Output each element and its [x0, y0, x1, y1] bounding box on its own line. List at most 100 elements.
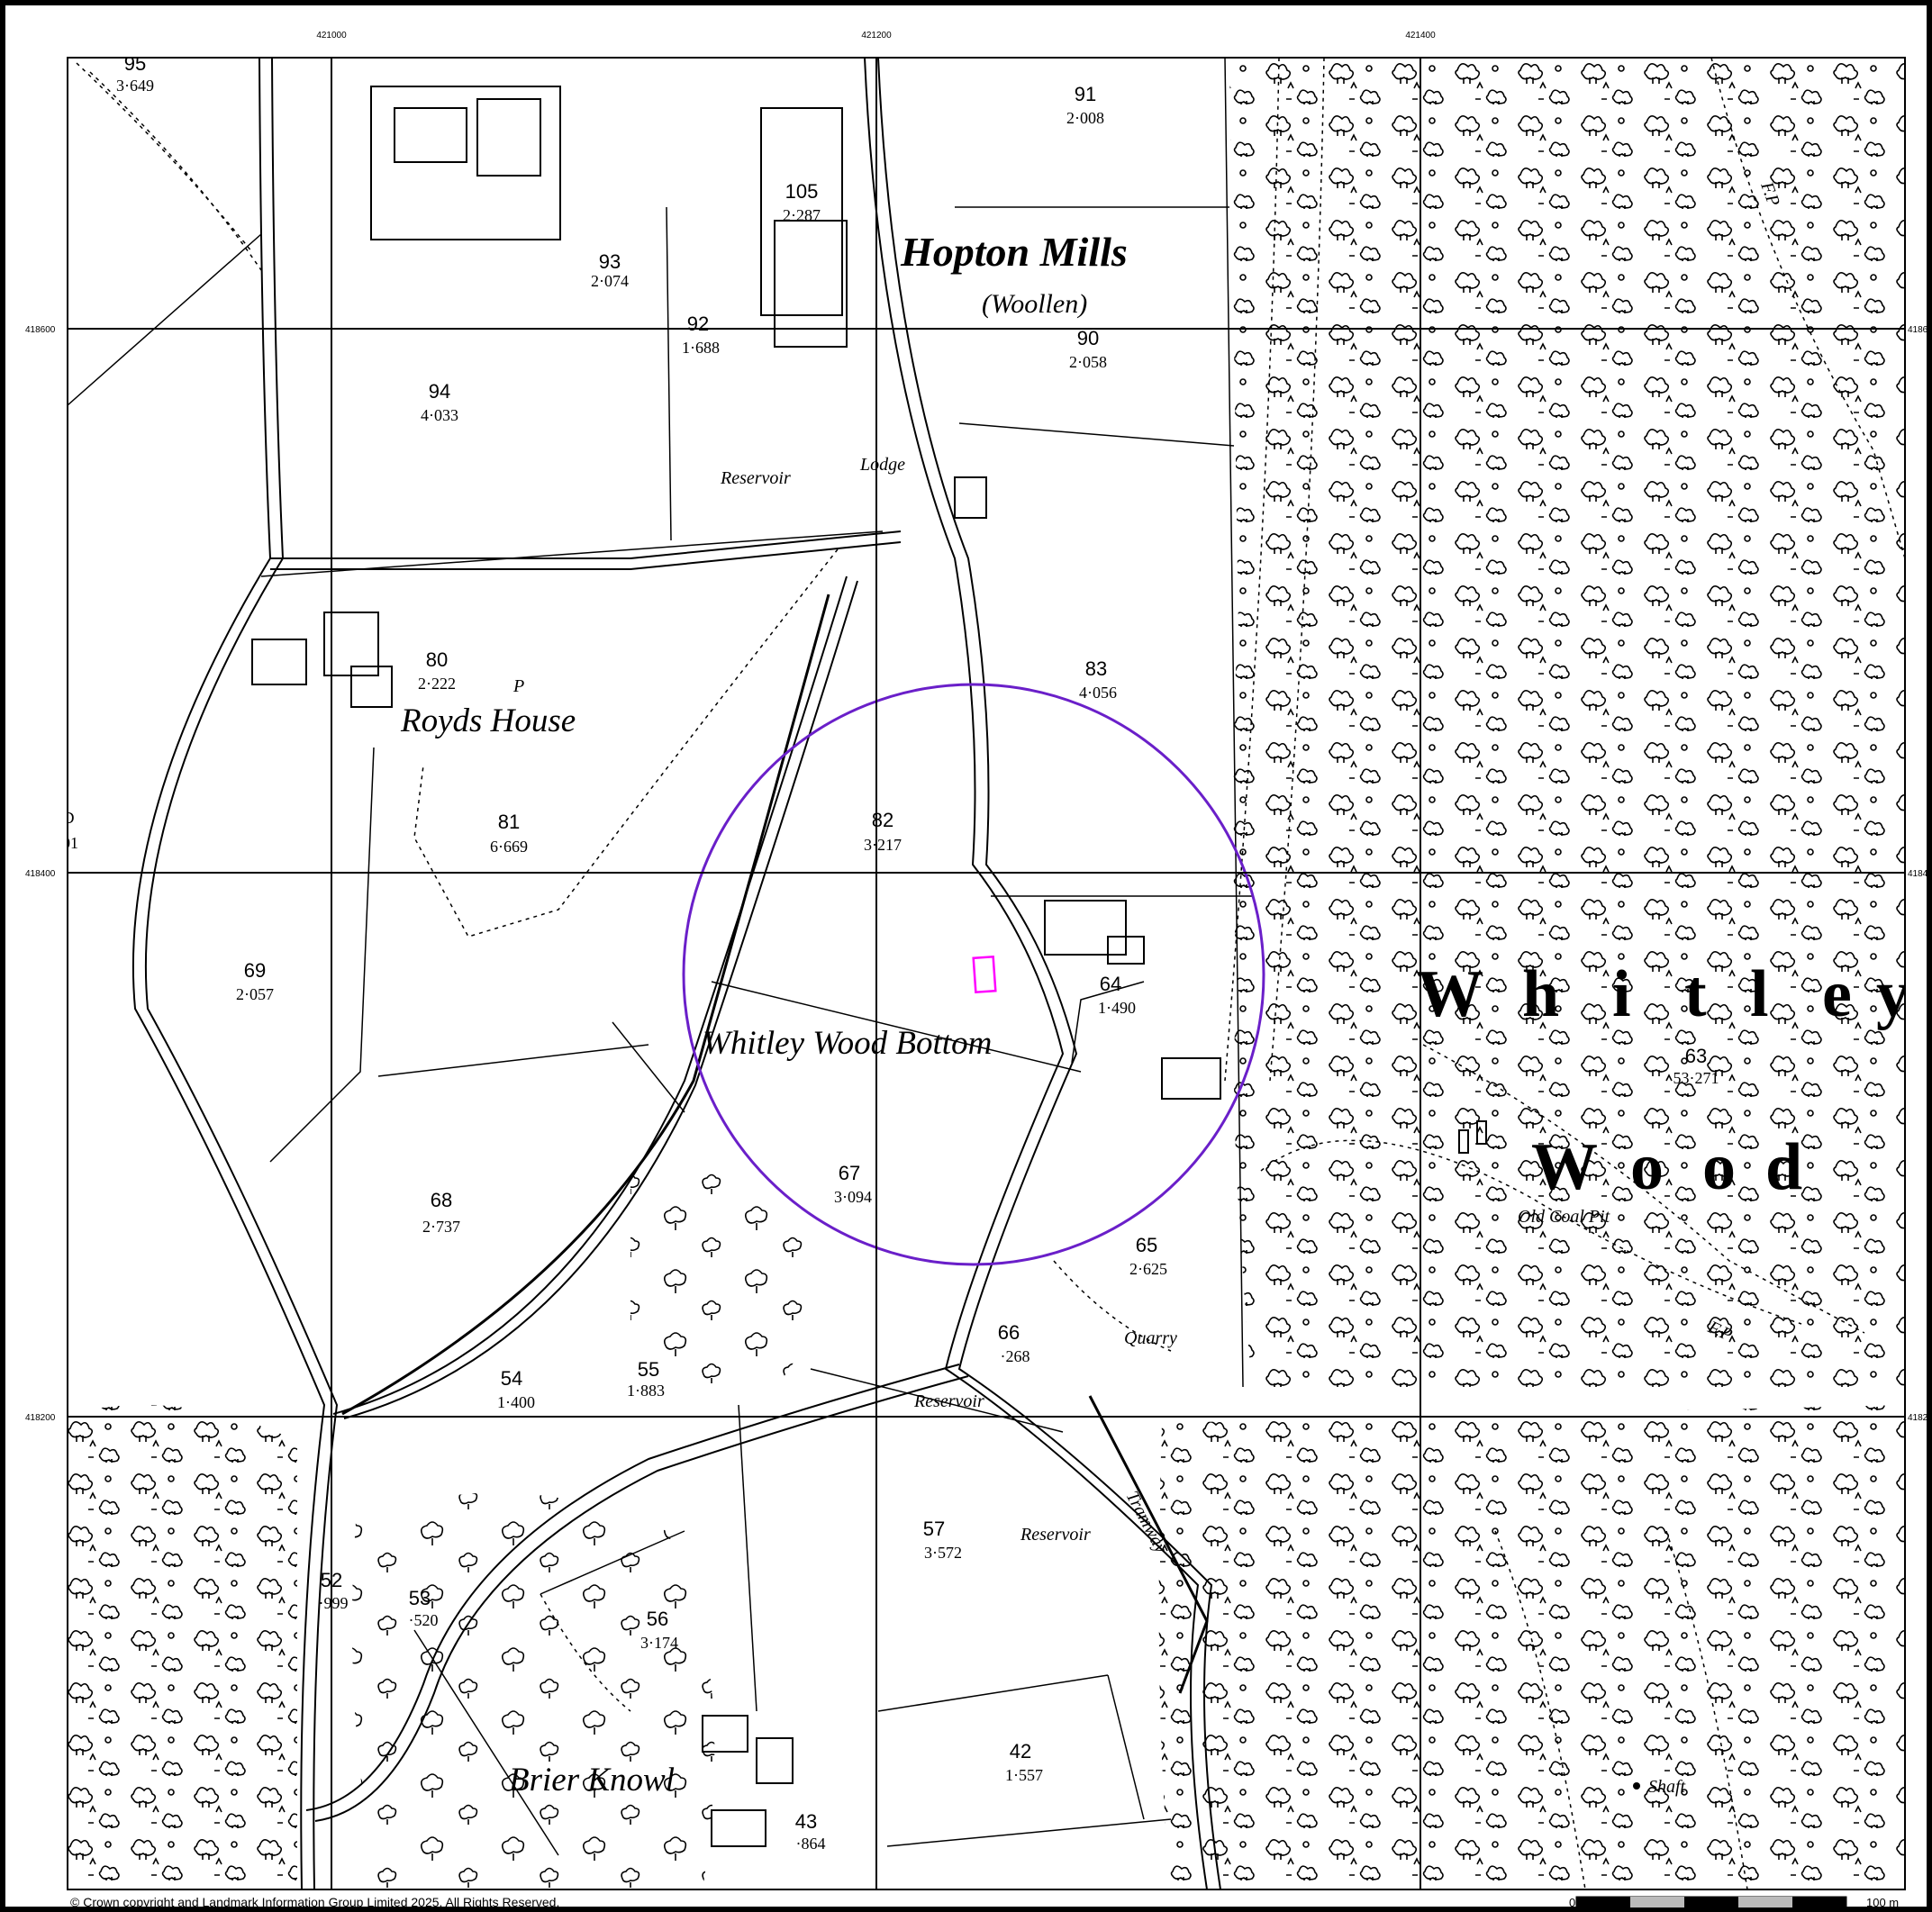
parcel-number: 92 [687, 313, 709, 335]
whitley-letter: h [1522, 957, 1559, 1031]
parcel-number: 105 [785, 180, 819, 203]
parcel-number: 57 [923, 1518, 945, 1540]
scale-start-label: 0 [1569, 1896, 1575, 1909]
whitley-wood-bottom-label: Whitley Wood Bottom [703, 1025, 992, 1062]
parcel-area: 6·669 [490, 838, 528, 856]
whitley-letter: e [1822, 957, 1852, 1031]
northing-label: 418600 [25, 325, 56, 335]
trees-parcel-55 [630, 1167, 815, 1391]
parcel-area: 1·400 [497, 1393, 535, 1411]
parcel-area: 1·883 [627, 1382, 665, 1400]
brier-knowl-buildings [702, 1715, 794, 1847]
easting-label: 421400 [1405, 31, 1436, 41]
parcel-area: 53·271 [1673, 1069, 1719, 1087]
parcel-area: 3·572 [924, 1544, 962, 1562]
woollen-label: (Woollen) [982, 289, 1087, 319]
parcel-number: 65 [1136, 1234, 1157, 1256]
field-boundaries [68, 58, 1252, 1856]
reservoir-label-north: Reservoir [720, 468, 791, 488]
scale-segment [1630, 1897, 1684, 1907]
whitley-letter: i [1612, 957, 1631, 1031]
parcel-area: ·520 [409, 1611, 439, 1629]
trees-south [351, 1492, 715, 1889]
parcel-area: 4·056 [1079, 684, 1117, 702]
parcel-number: 56 [647, 1608, 668, 1630]
wood-label: W o o d [1531, 1130, 1802, 1204]
parcel-number: 83 [1085, 657, 1107, 680]
parcel-number: 80 [426, 648, 448, 671]
copyright-notice: © Crown copyright and Landmark Informati… [70, 1895, 559, 1909]
parcel-number: 53 [409, 1587, 431, 1609]
northing-label: 418400 [25, 869, 56, 879]
whitley-wood-bottom-buildings [954, 476, 1487, 1154]
parcel-area: 1·557 [1005, 1766, 1043, 1784]
parcel-area: 3·217 [864, 836, 902, 854]
parcel-area: 3·174 [640, 1634, 678, 1652]
brier-knowl-label: Brier Knowl [509, 1762, 675, 1799]
parcel-area: 1·490 [1098, 999, 1136, 1017]
parcel-number: 63 [1685, 1045, 1707, 1067]
whitley-label: W h i t l e y [1417, 957, 1909, 1031]
parcel-number: 68 [431, 1189, 452, 1211]
edge-label-01: 01 [62, 834, 78, 852]
royds-house-label: Royds House [400, 702, 576, 739]
reservoir-label-middle: Reservoir [913, 1391, 984, 1411]
parcel-number: 42 [1010, 1740, 1031, 1762]
whitley-letter: W [1417, 957, 1483, 1031]
parcel-number: 52 [321, 1569, 342, 1591]
parcel-area: 3·094 [834, 1188, 872, 1206]
lodge-label: Lodge [859, 455, 905, 475]
wood-letter: W [1531, 1130, 1598, 1204]
site-boundary-marker[interactable] [972, 955, 997, 994]
shaft-marker [1633, 1782, 1640, 1790]
parcel-number: 93 [599, 250, 621, 273]
parcel-number: 43 [795, 1810, 817, 1833]
parcel-labels: 95 3·649 91 2·008 105 2·287 93 2·074 92 … [116, 58, 1719, 1853]
whitley-letter: l [1750, 957, 1769, 1031]
parcel-area: 2·058 [1069, 353, 1107, 371]
parcel-area: 2·222 [418, 675, 456, 693]
parcel-number: 67 [839, 1162, 860, 1184]
scale-bar: 0 100 m [1569, 1896, 1899, 1909]
northing-label-right: 4182 [1908, 1413, 1928, 1423]
whitley-letter: t [1684, 957, 1707, 1031]
grid-lines [68, 58, 1905, 1889]
parcel-number: 94 [429, 380, 450, 403]
parcel-area: 4·033 [421, 406, 458, 424]
parcel-area: 2·057 [236, 985, 274, 1003]
wood-letter: o [1702, 1130, 1736, 1204]
wood-letter: d [1765, 1130, 1802, 1204]
quarry-label: Quarry [1124, 1328, 1177, 1348]
parcel-number: 90 [1077, 327, 1099, 349]
parcel-area: 2·287 [783, 206, 821, 224]
parcel-number: 64 [1100, 973, 1121, 995]
easting-label: 421200 [861, 31, 892, 41]
hopton-mills-buildings [370, 86, 848, 348]
map-content: Reservoir Lodge Reservoir Reservoir Quar… [62, 58, 1909, 1889]
parcel-area: 2·008 [1066, 109, 1104, 127]
whitley-letter: y [1876, 957, 1909, 1031]
grid-coordinates: 421000 421200 421400 418600 418400 4182 0… [25, 31, 1928, 1423]
parcel-area: 1·688 [682, 339, 720, 357]
parcel-number: 66 [998, 1321, 1020, 1344]
shaft-label: Shaft [1648, 1777, 1686, 1797]
roads [132, 58, 1221, 1889]
scale-end-label: 100 m [1866, 1896, 1899, 1909]
parcel-number: 82 [872, 809, 893, 831]
parcel-number: 54 [501, 1367, 522, 1390]
wood-letter: o [1630, 1130, 1664, 1204]
easting-label: 421000 [316, 31, 347, 41]
parcel-area: 2·074 [591, 272, 629, 290]
royds-house-buildings [251, 612, 393, 708]
northing-label-right: 4186 [1908, 325, 1928, 335]
parcel-number: 69 [244, 959, 266, 982]
search-radius-circle [682, 683, 1265, 1266]
parcel-area: 2·737 [422, 1218, 460, 1236]
scale-segment [1576, 1897, 1630, 1907]
northing-label-right: 4184 [1908, 869, 1928, 879]
woodland-southeast [1158, 1405, 1905, 1889]
parcel-area: ·268 [1001, 1347, 1030, 1365]
old-coal-pit-label: Old Coal Pit [1518, 1207, 1610, 1227]
